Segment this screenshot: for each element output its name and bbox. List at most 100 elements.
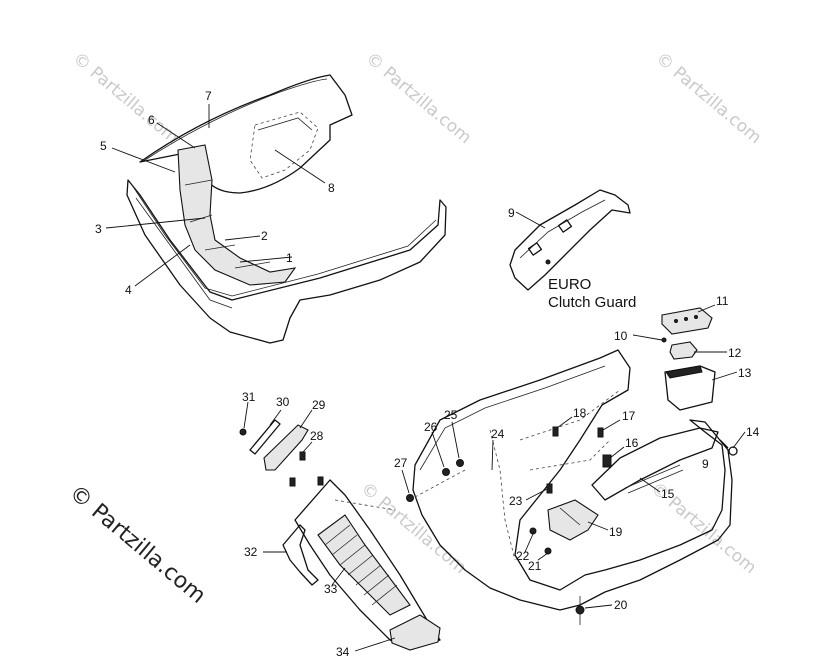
backrest-strip bbox=[177, 144, 297, 286]
callout-7: 7 bbox=[205, 89, 212, 103]
lower-tub-rim-2 bbox=[135, 197, 233, 309]
leader-11 bbox=[697, 304, 716, 313]
nut-22 bbox=[529, 527, 537, 535]
rear-panel-hidden-1 bbox=[489, 429, 516, 561]
leader-26 bbox=[431, 431, 445, 468]
leader-19 bbox=[587, 521, 609, 531]
leader-3 bbox=[105, 217, 206, 229]
leader-16 bbox=[609, 446, 625, 459]
leader-14 bbox=[732, 431, 746, 449]
plate-29 bbox=[263, 424, 309, 471]
window-outline bbox=[249, 111, 319, 179]
upper-assembly bbox=[126, 74, 447, 344]
taillight-group bbox=[661, 307, 738, 456]
slot-15-b bbox=[627, 469, 684, 494]
euro-label: EURO bbox=[548, 276, 591, 293]
step-axis bbox=[334, 499, 396, 511]
top-panel-highlight bbox=[144, 78, 328, 161]
bracket-19-detail bbox=[559, 507, 581, 526]
callout-3: 3 bbox=[95, 222, 102, 236]
watermark-large: © Partzilla.com bbox=[64, 480, 210, 608]
rivet-28b bbox=[289, 477, 296, 487]
leader-21 bbox=[537, 552, 549, 561]
callout-14: 14 bbox=[746, 425, 760, 439]
rear-panel-inner-rim bbox=[419, 365, 606, 471]
step-tread-lines bbox=[324, 524, 398, 606]
callout-13: 13 bbox=[738, 366, 752, 380]
washer-26 bbox=[442, 468, 450, 476]
bracket-19 bbox=[547, 499, 599, 541]
top-panel bbox=[139, 74, 353, 194]
nut-27 bbox=[406, 494, 414, 502]
clutch-guard-hole bbox=[545, 259, 551, 265]
leader-30 bbox=[269, 409, 282, 426]
callout-29: 29 bbox=[312, 398, 326, 412]
rear-panel-hidden-3 bbox=[529, 439, 611, 471]
clutch-guard-slot-2 bbox=[527, 242, 543, 256]
callout-20: 20 bbox=[614, 598, 628, 612]
callout-23: 23 bbox=[509, 494, 523, 508]
callout-31: 31 bbox=[242, 390, 256, 404]
lens-dot-1 bbox=[674, 319, 678, 323]
screw-10 bbox=[661, 337, 667, 343]
clutch-guard-slot-1 bbox=[557, 219, 573, 233]
callout-15: 15 bbox=[661, 487, 675, 501]
callout-11: 11 bbox=[716, 294, 729, 308]
callout-17: 17 bbox=[622, 409, 636, 423]
euro-clutch-guard: EURO Clutch Guard bbox=[509, 189, 636, 311]
leader-20 bbox=[584, 604, 613, 609]
rivet-28c bbox=[317, 476, 324, 486]
callout-34: 34 bbox=[336, 645, 350, 659]
callout-9-rail: 9 bbox=[702, 457, 709, 471]
callout-28: 28 bbox=[310, 429, 324, 443]
callout-22: 22 bbox=[516, 549, 530, 563]
washer-21 bbox=[544, 547, 552, 555]
screw-31 bbox=[239, 428, 247, 436]
lens-dot-3 bbox=[694, 315, 698, 319]
callout-12: 12 bbox=[728, 346, 742, 360]
step-body-33 bbox=[294, 479, 441, 649]
leader-28 bbox=[302, 441, 313, 453]
strip-30 bbox=[249, 419, 281, 455]
leader-23 bbox=[525, 488, 548, 501]
step-assembly bbox=[239, 419, 441, 651]
watermark-1: © Partzilla.com bbox=[69, 49, 182, 149]
watermark-2: © Partzilla.com bbox=[362, 49, 475, 149]
backrest-seam-4 bbox=[234, 261, 271, 269]
leader-1 bbox=[239, 256, 293, 263]
callout-27: 27 bbox=[394, 456, 408, 470]
callout-30: 30 bbox=[276, 395, 290, 409]
callout-25: 25 bbox=[444, 408, 458, 422]
rear-panel bbox=[406, 349, 733, 625]
leader-31 bbox=[243, 401, 249, 429]
lens-dot-2 bbox=[684, 317, 688, 321]
leader-lines bbox=[105, 104, 746, 652]
clutch-guard-label: Clutch Guard bbox=[548, 294, 636, 311]
leader-27 bbox=[401, 469, 410, 494]
nut-25 bbox=[456, 459, 464, 467]
leader-9a bbox=[515, 211, 546, 229]
screw-18 bbox=[552, 426, 559, 437]
callout-2: 2 bbox=[261, 229, 268, 243]
callout-5: 5 bbox=[100, 139, 107, 153]
gasket-12 bbox=[669, 341, 698, 360]
leader-18 bbox=[556, 416, 573, 429]
callout-10: 10 bbox=[614, 329, 628, 343]
slot-15 bbox=[624, 464, 681, 489]
rivet-28a bbox=[299, 451, 306, 461]
leader-4 bbox=[134, 244, 191, 287]
lower-tub-rim bbox=[131, 184, 437, 297]
lens-11 bbox=[661, 307, 713, 335]
bracket-32 bbox=[282, 524, 319, 586]
lower-tub bbox=[126, 179, 447, 344]
leader-24 bbox=[491, 439, 494, 471]
backrest-seam-1 bbox=[184, 179, 213, 186]
watermark-3: © Partzilla.com bbox=[652, 49, 765, 149]
terminal-14-ring bbox=[728, 446, 738, 456]
side-rail-9 bbox=[591, 427, 719, 501]
leader-22 bbox=[524, 533, 534, 553]
leader-34 bbox=[354, 637, 396, 652]
callout-18: 18 bbox=[573, 406, 587, 420]
